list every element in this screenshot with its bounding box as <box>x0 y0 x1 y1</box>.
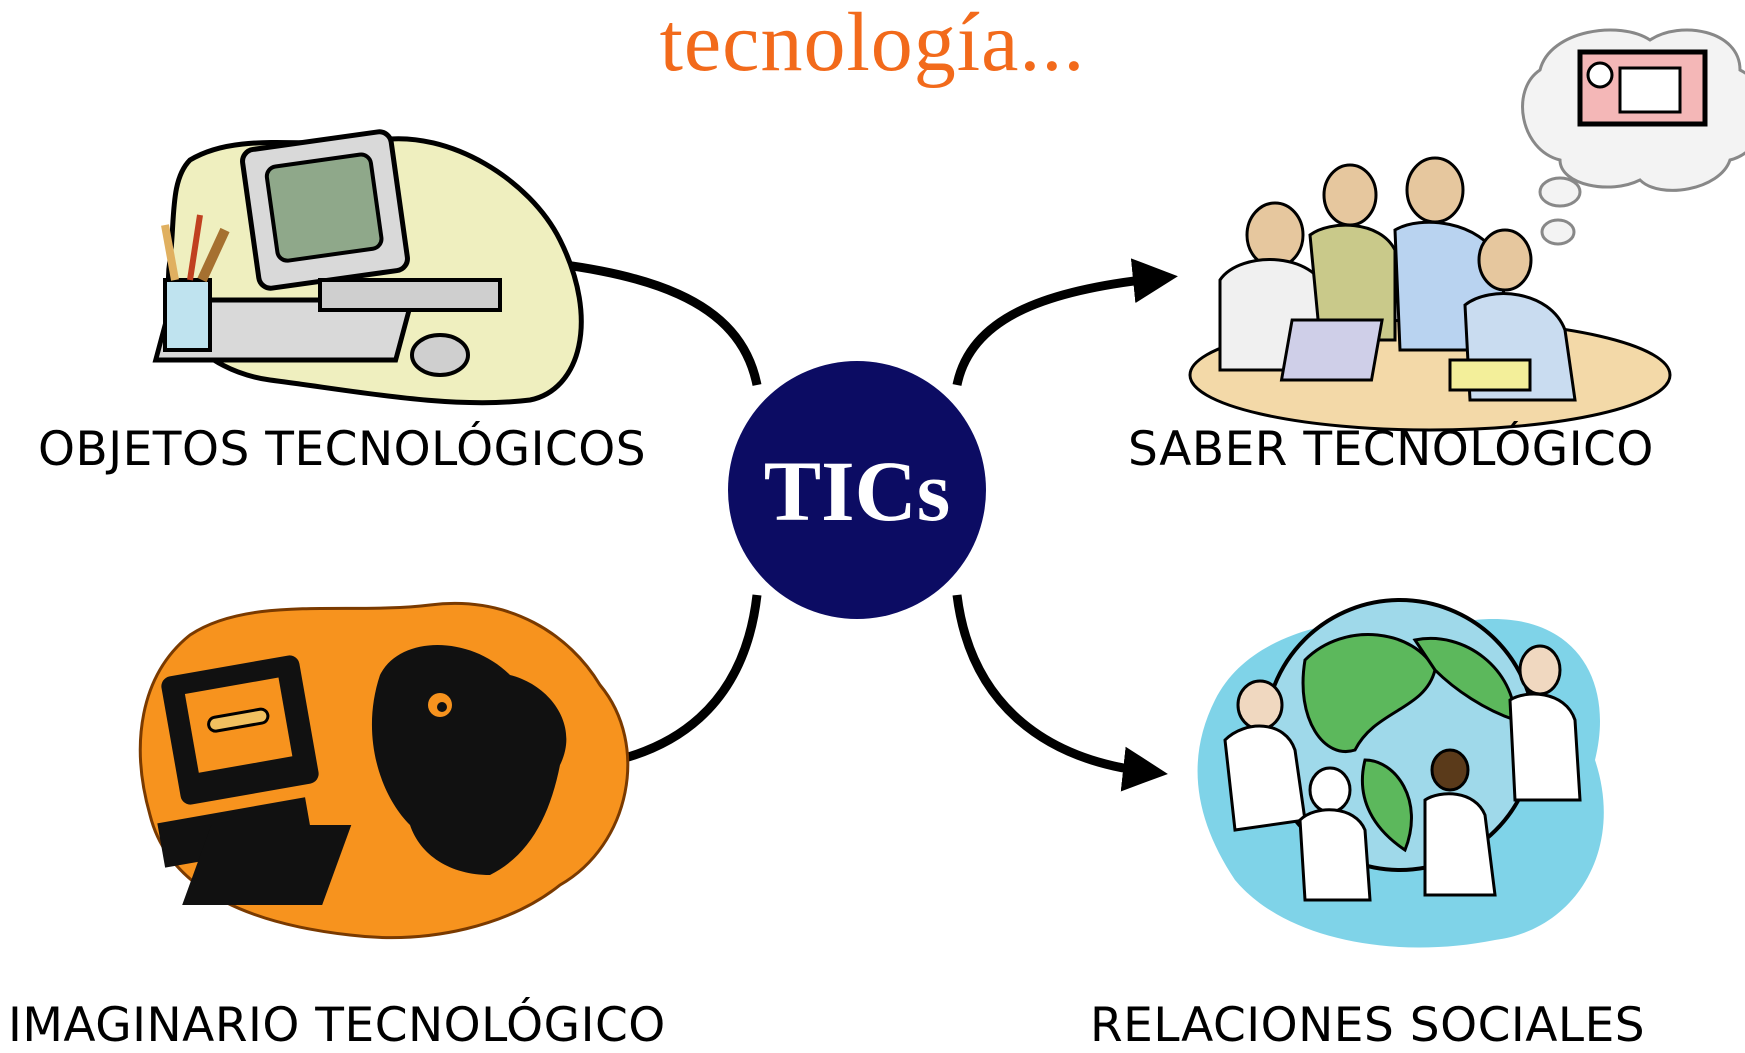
arrow-relaciones <box>952 594 1168 792</box>
arrow-saber <box>952 258 1178 386</box>
computer-clipart-icon <box>152 129 584 406</box>
globe-people-clipart-icon <box>1197 598 1604 948</box>
node-label-saber: SABER TECNOLÓGICO <box>1128 422 1654 477</box>
page-title: tecnología... <box>659 0 1086 89</box>
hub-label: TICs <box>764 443 950 539</box>
business-team-clipart-icon <box>1188 28 1745 432</box>
node-label-imaginario: IMAGINARIO TECNOLÓGICO <box>8 998 666 1053</box>
dog-computer-clipart-icon <box>138 602 630 940</box>
node-label-relaciones: RELACIONES SOCIALES <box>1090 998 1646 1053</box>
node-label-objetos: OBJETOS TECNOLÓGICOS <box>38 422 647 477</box>
hub-node: TICs <box>728 361 986 619</box>
